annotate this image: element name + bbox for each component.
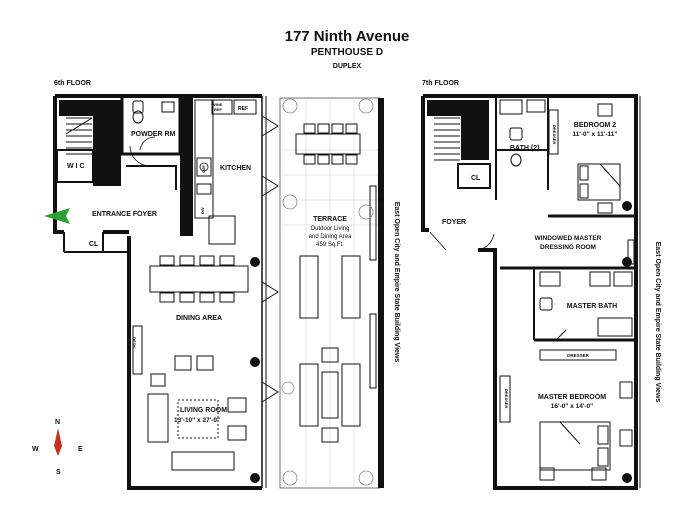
compass-e: E (78, 446, 83, 453)
dishwasher-label: DW (200, 207, 205, 214)
unit-name: PENTHOUSE D (310, 47, 384, 58)
views-label-7: East Open City and Empire State Building… (654, 242, 661, 403)
terrace: TERRACE Outdoor Living and Dining Area 4… (279, 97, 384, 489)
master-bed (539, 381, 633, 481)
desk (132, 325, 143, 375)
columns-7 (622, 201, 632, 483)
compass-w: W (32, 446, 39, 453)
dressing-room-label-1: WINDOWED MASTER (535, 235, 602, 242)
entry-arrow-icon (44, 208, 70, 224)
terrace-parapet (378, 98, 384, 488)
dresser-a-label: DRESSER (552, 125, 557, 144)
oven-label: O/M (201, 165, 206, 173)
master-bedroom-dims: 16'-0" x 14'-0" (551, 403, 594, 410)
compass-n: N (55, 419, 60, 426)
kitchen-label: KITCHEN (220, 165, 251, 172)
bedroom-2-dims: 11'-0" x 11'-11" (572, 131, 617, 138)
living-room-furniture (147, 355, 247, 471)
closet-label-6: CL (89, 241, 99, 248)
bath-2 (499, 99, 546, 167)
closet-7 (457, 163, 491, 189)
compass-s: S (56, 469, 61, 476)
walls-7 (421, 94, 638, 490)
powder-room-label: POWDER RM (131, 131, 176, 138)
floor-7: 7th FLOOR CL FOYER (421, 80, 661, 490)
closet-label-7: CL (471, 175, 481, 182)
master-bath-label: MASTER BATH (567, 303, 617, 310)
kitchen: WINE REF REF O/M DW KITCHEN (180, 96, 257, 245)
dining-area-label: DINING AREA (176, 315, 222, 322)
stair-7 (427, 100, 489, 161)
foyer-label-7: FOYER (442, 219, 466, 226)
columns-6 (250, 257, 260, 483)
stair-6 (59, 100, 121, 186)
master-bath (539, 271, 633, 341)
foyer-door-swing-7 (429, 231, 495, 251)
compass: N E S W (32, 419, 83, 476)
wine-ref-label: REF (214, 107, 223, 112)
floor-label-7: 7th FLOOR (422, 80, 459, 87)
desk-label: DESK (132, 337, 137, 348)
dining-table-6 (149, 255, 249, 303)
dresser-a (548, 109, 559, 155)
living-room-label: LIVING ROOM (180, 407, 227, 414)
unit-type: DUPLEX (332, 63, 362, 70)
bed-2 (577, 103, 621, 214)
wic-room (56, 149, 94, 183)
building-address: 177 Ninth Avenue (284, 28, 410, 45)
terrace-doors (261, 96, 279, 488)
living-room-dims: 13'-10" x 27'-0" (174, 417, 220, 424)
foyer-wall (126, 165, 177, 190)
walls-6 (53, 94, 262, 490)
foyer-door-swing (129, 145, 151, 167)
dressing-room-label-2: DRESSING ROOM (540, 244, 596, 251)
entrance-foyer-label: ENTRANCE FOYER (92, 211, 157, 218)
terrace-label: TERRACE (313, 216, 347, 223)
terrace-desc-2: and Dining Area (309, 234, 352, 240)
compass-needle-icon (54, 428, 62, 456)
terrace-area: 459 Sq.Ft. (316, 242, 344, 248)
powder-room: POWDER RM (120, 94, 182, 156)
dresser-b-label: DRESSER (567, 353, 590, 358)
bedroom-2-label: BEDROOM 2 (574, 122, 617, 129)
floor-label-6: 6th FLOOR (54, 80, 91, 87)
ref-label: REF (238, 106, 248, 112)
dresser-b (539, 349, 617, 361)
wic-label: W I C (67, 163, 85, 170)
terrace-desc-1: Outdoor Living (310, 226, 349, 232)
dresser-c (499, 375, 511, 423)
master-bedroom-label: MASTER BEDROOM (538, 394, 606, 401)
wine-label: WINE (212, 102, 223, 107)
bath-2-label: BATH (2) (510, 145, 539, 152)
dresser-c-label: DRESSER (504, 389, 509, 408)
floor-6: 6th FLOOR W I C (44, 80, 400, 490)
views-label-6: East Open City and Empire State Building… (393, 202, 400, 363)
